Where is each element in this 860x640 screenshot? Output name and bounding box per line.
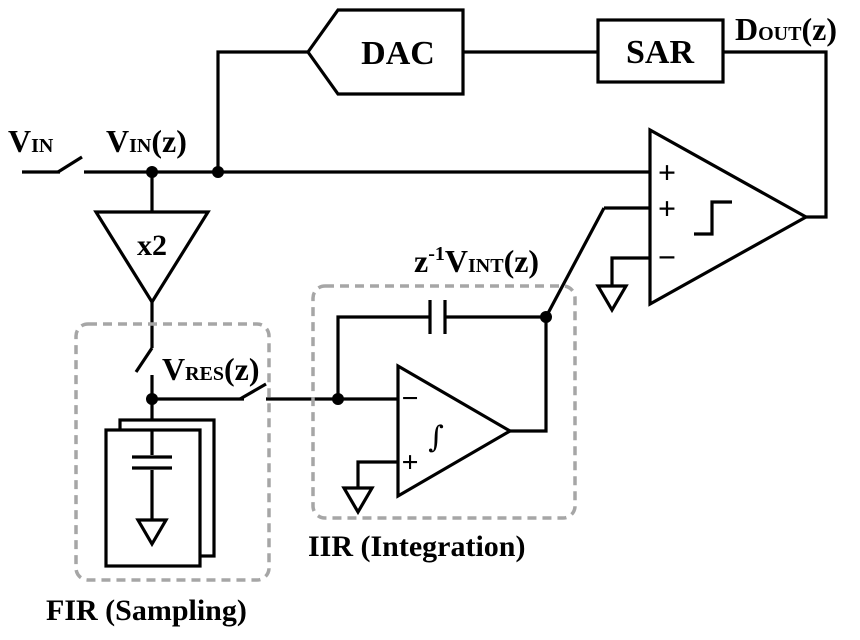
- dout-z-label: DOUT(z): [735, 11, 837, 47]
- iir-region-label: IIR (Integration): [308, 530, 526, 563]
- comparator-plus-mid: +: [658, 190, 676, 226]
- gain-buffer: [93, 210, 211, 306]
- ground-symbol-comparator: [595, 284, 629, 314]
- sampling-capacitor-bank: [104, 418, 216, 568]
- dac-label: DAC: [361, 35, 435, 72]
- sar-label: SAR: [626, 34, 694, 71]
- comparator-plus-top: +: [658, 154, 676, 190]
- junction-dots: [146, 166, 552, 405]
- iir-region: [311, 284, 577, 520]
- ground-symbol-integrator: [341, 486, 375, 516]
- integrator-minus-sign: −: [401, 382, 418, 415]
- vin-label: VIN: [8, 123, 54, 159]
- integrator-plus-sign: +: [401, 446, 418, 479]
- comparator-minus: −: [658, 239, 676, 275]
- vin-z-label: VIN(z): [106, 123, 187, 159]
- fir-region: [74, 322, 271, 582]
- vint-z-label: z-1VINT(z): [414, 243, 539, 279]
- fir-region-label: FIR (Sampling): [46, 594, 247, 627]
- vres-z-label: VRES(z): [162, 351, 260, 387]
- integrator-opamp: [396, 363, 514, 499]
- dac-block: [306, 8, 465, 96]
- ground-symbol-fir: [135, 518, 169, 548]
- hysteresis-icon: [694, 200, 732, 236]
- comparator: [648, 127, 810, 307]
- integral-icon: ∫: [428, 420, 444, 455]
- sar-block: [596, 18, 725, 84]
- gain-label: x2: [137, 229, 167, 262]
